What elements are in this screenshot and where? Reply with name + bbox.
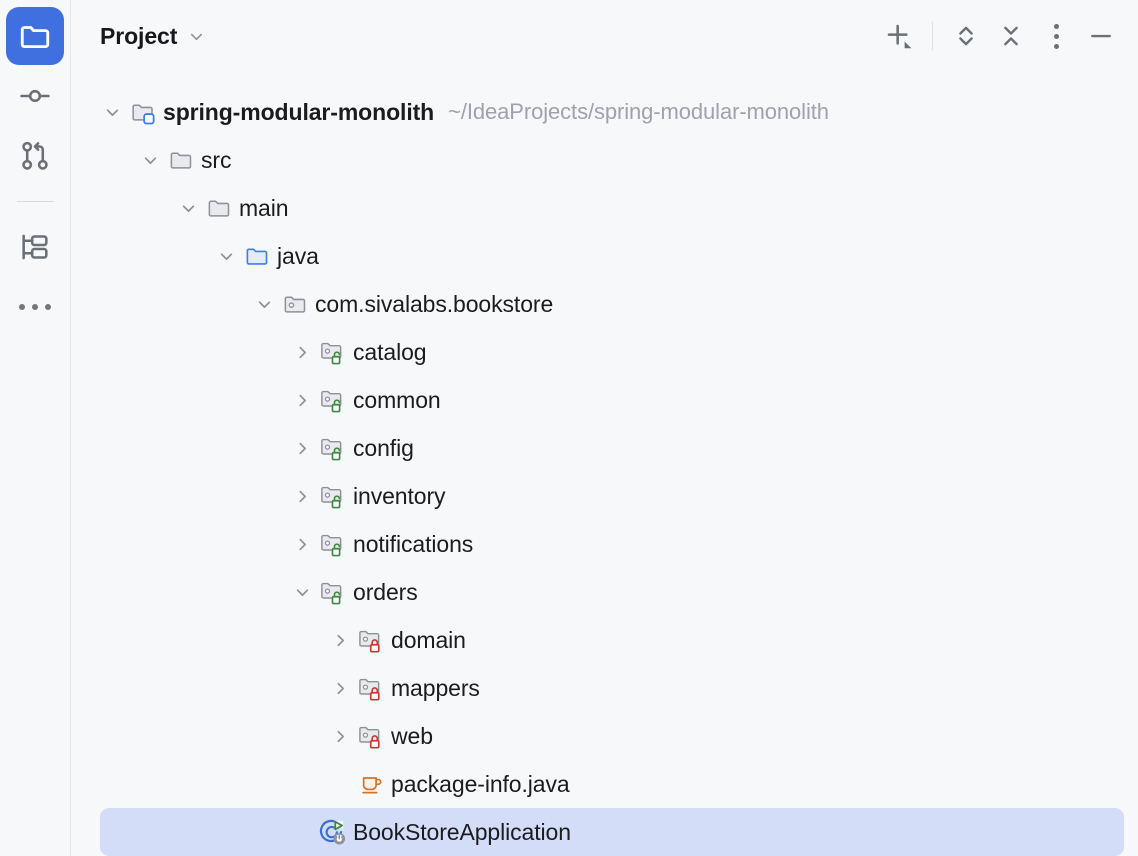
chevron-down-icon[interactable] <box>176 196 200 220</box>
module-open-package-icon <box>318 436 348 460</box>
activity-bar-item-project[interactable] <box>6 7 64 65</box>
tree-row-label: src <box>201 146 232 173</box>
tree-row-label: catalog <box>353 338 427 365</box>
tree-row-label: config <box>353 434 414 461</box>
new-button[interactable] <box>878 15 920 57</box>
chevron-right-icon[interactable] <box>328 676 352 700</box>
tree-row-label: domain <box>391 626 466 653</box>
tree-row-label: notifications <box>353 530 474 557</box>
tree-row[interactable]: com.sivalabs.bookstore <box>100 280 1124 328</box>
more-horizontal-icon <box>19 304 51 310</box>
chevron-down-icon <box>187 27 206 46</box>
package-icon <box>280 292 310 316</box>
panel-toolbar <box>878 15 1122 57</box>
activity-bar-item-more[interactable] <box>6 278 64 336</box>
tree-row[interactable]: package-info.java <box>100 760 1124 808</box>
tree-row[interactable]: BookStoreApplication <box>100 808 1124 856</box>
activity-bar-item-pull-requests[interactable] <box>6 127 64 185</box>
structure-icon <box>18 230 52 264</box>
tree-row[interactable]: web <box>100 712 1124 760</box>
tree-row-label: common <box>353 386 441 413</box>
chevron-up-down-icon <box>951 21 981 51</box>
tree-row-label: com.sivalabs.bookstore <box>315 290 554 317</box>
options-button[interactable] <box>1035 15 1077 57</box>
tree-row[interactable]: src <box>100 136 1124 184</box>
hide-button[interactable] <box>1080 15 1122 57</box>
toolbar-divider <box>932 22 933 50</box>
activity-bar-item-structure[interactable] <box>6 218 64 276</box>
chevron-right-icon[interactable] <box>290 340 314 364</box>
tree-row-label: mappers <box>391 674 480 701</box>
tree-row[interactable]: notifications <box>100 520 1124 568</box>
chevron-right-icon[interactable] <box>290 484 314 508</box>
chevron-down-icon[interactable] <box>252 292 276 316</box>
tree-row[interactable]: mappers <box>100 664 1124 712</box>
tree-row[interactable]: main <box>100 184 1124 232</box>
chevron-right-icon[interactable] <box>290 436 314 460</box>
collapse-all-button[interactable] <box>990 15 1032 57</box>
folder-icon <box>204 196 234 220</box>
tree-row[interactable]: config <box>100 424 1124 472</box>
tree-row[interactable]: orders <box>100 568 1124 616</box>
tree-row-label: orders <box>353 578 418 605</box>
tree-row-label: BookStoreApplication <box>353 818 571 845</box>
chevron-down-icon[interactable] <box>100 100 124 124</box>
project-folder-icon <box>128 100 158 124</box>
tree-row[interactable]: domain <box>100 616 1124 664</box>
tree-row-label: inventory <box>353 482 446 509</box>
tree-row-label: package-info.java <box>391 770 570 797</box>
module-open-package-icon <box>318 388 348 412</box>
chevron-right-icon[interactable] <box>290 388 314 412</box>
module-open-package-icon <box>318 340 348 364</box>
activity-bar <box>0 0 71 856</box>
minimize-icon <box>1086 21 1116 51</box>
activity-bar-divider <box>16 201 54 202</box>
project-tree[interactable]: spring-modular-monolith ~/IdeaProjects/sp… <box>71 72 1138 856</box>
java-file-icon <box>356 772 386 796</box>
page-title: Project <box>100 22 178 49</box>
chevron-right-icon[interactable] <box>328 724 352 748</box>
internal-package-icon <box>356 628 386 652</box>
project-title-dropdown[interactable]: Project <box>100 23 206 50</box>
tree-row-label: java <box>277 242 319 269</box>
folder-icon <box>18 19 52 53</box>
chevron-right-icon[interactable] <box>290 532 314 556</box>
module-open-package-icon <box>318 580 348 604</box>
chevron-down-icon[interactable] <box>138 148 162 172</box>
source-root-folder-icon <box>242 244 272 268</box>
module-open-package-icon <box>318 484 348 508</box>
tree-row-label: web <box>391 722 433 749</box>
tree-row[interactable]: inventory <box>100 472 1124 520</box>
spring-boot-run-icon <box>318 819 348 844</box>
plus-dropdown-icon <box>883 20 915 52</box>
tree-row[interactable]: common <box>100 376 1124 424</box>
tree-row-label: spring-modular-monolith <box>163 98 435 125</box>
chevron-down-icon[interactable] <box>290 580 314 604</box>
tree-row[interactable]: java <box>100 232 1124 280</box>
collapse-all-icon <box>996 21 1026 51</box>
tree-row[interactable]: catalog <box>100 328 1124 376</box>
commit-icon <box>18 79 52 113</box>
tree-row-label: main <box>239 194 289 221</box>
chevron-down-icon[interactable] <box>214 244 238 268</box>
internal-package-icon <box>356 676 386 700</box>
chevron-right-icon[interactable] <box>328 628 352 652</box>
internal-package-icon <box>356 724 386 748</box>
panel-header: Project <box>71 0 1138 72</box>
expand-collapse-button[interactable] <box>945 15 987 57</box>
folder-icon <box>166 148 196 172</box>
pull-request-icon <box>18 139 52 173</box>
module-open-package-icon <box>318 532 348 556</box>
tree-row-path: ~/IdeaProjects/spring-modular-monolith <box>448 99 829 124</box>
project-panel: Project <box>71 0 1138 856</box>
tree-row[interactable]: spring-modular-monolith ~/IdeaProjects/sp… <box>100 88 1124 136</box>
more-vertical-icon <box>1053 23 1059 49</box>
activity-bar-item-commit[interactable] <box>6 67 64 125</box>
